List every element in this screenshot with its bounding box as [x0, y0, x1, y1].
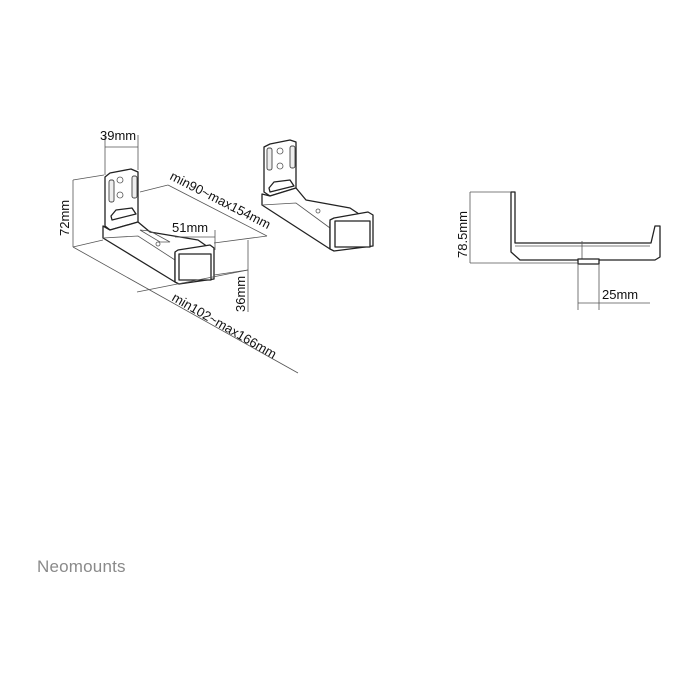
brand-logo: Neomounts — [37, 557, 126, 576]
dim-end-width: 51mm — [172, 220, 208, 235]
right-bracket — [261, 139, 374, 252]
dim-height: 72mm — [57, 200, 72, 236]
dimension-lines — [72, 135, 299, 374]
side-view-bracket — [469, 191, 661, 310]
dim-side-height: 78.5mm — [455, 211, 470, 258]
left-bracket — [102, 168, 215, 285]
dim-outer-length: min102~max166mm — [170, 290, 280, 362]
dim-foot-width: 25mm — [602, 287, 638, 302]
dim-plate-width: 39mm — [100, 128, 136, 143]
dim-end-height: 36mm — [233, 276, 248, 312]
